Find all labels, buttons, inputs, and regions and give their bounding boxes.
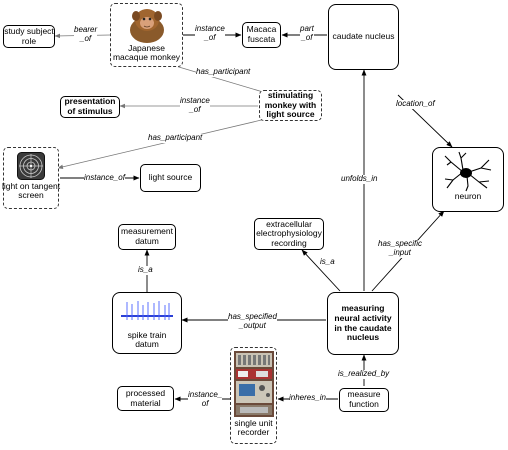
node-measure-function[interactable]: measure function <box>339 388 389 412</box>
node-macaca-fuscata[interactable]: Macaca fuscata <box>242 22 281 48</box>
node-measurement-datum[interactable]: measurement datum <box>118 224 176 250</box>
edge-label-instance-of-presentation: instance _of <box>180 96 210 115</box>
edge-label-instance-of-processed: instance_ of <box>188 390 223 409</box>
edge-label-bearer-of: bearer _of <box>74 25 98 44</box>
node-light-source[interactable]: light source <box>140 164 201 192</box>
node-light-on-tangent-screen[interactable]: light on tangent screen <box>2 147 60 209</box>
edge-label-has-specific-input: has_specific _input <box>378 239 423 258</box>
edge-label-location-of: location_of <box>396 99 435 109</box>
node-presentation-of-stimulus[interactable]: presentation of stimulus <box>60 96 120 118</box>
recorder-photo-icon <box>233 351 274 417</box>
edge-label-inheres-in: inheres_in <box>289 393 326 403</box>
edge-label-unfolds-in: unfolds_in <box>341 174 378 184</box>
node-stimulating-monkey[interactable]: stimulating monkey with light source <box>259 90 322 121</box>
edge-has-participant-light <box>57 117 271 170</box>
spike-train-plot-icon <box>121 301 173 320</box>
node-processed-material[interactable]: processed material <box>117 386 174 411</box>
node-spike-train-datum[interactable]: spike train datum <box>112 292 182 354</box>
node-measuring-neural-activity[interactable]: measuring neural activity in the caudate… <box>327 292 399 355</box>
edge-label-has-participant-monkey: has_participant <box>196 67 251 77</box>
edge-label-is-a-recording: is_a <box>320 257 335 267</box>
edge-label-part-of: part _of <box>300 24 314 43</box>
node-neuron[interactable]: neuron <box>432 147 504 212</box>
node-single-unit-recorder[interactable]: single unit recorder <box>230 347 277 444</box>
neuron-drawing-icon <box>444 151 492 192</box>
edge-label-instance-of-macaque: instance _of <box>195 24 225 43</box>
target-screen-icon <box>17 152 45 180</box>
node-extracellular-recording[interactable]: extracellular electrophysiology recordin… <box>254 218 324 250</box>
edge-is-a-recording <box>301 249 341 292</box>
node-study-subject-role[interactable]: study subject role <box>3 25 55 48</box>
node-japanese-macaque[interactable]: Japanese macaque monkey <box>110 3 183 67</box>
edge-label-is-realized-by: is_realized_by <box>338 369 390 379</box>
edge-label-has-specified-output: has_specified _output <box>228 312 277 331</box>
edge-has-participant-monkey <box>161 61 264 93</box>
node-caudate-nucleus[interactable]: caudate nucleus <box>328 4 399 70</box>
edge-label-has-participant-light: has_participant <box>148 133 203 143</box>
macaque-photo-icon <box>129 9 164 43</box>
edge-label-instance-of-light: instance_of <box>84 173 125 183</box>
edge-label-is-a-measurement: is_a <box>138 265 153 275</box>
